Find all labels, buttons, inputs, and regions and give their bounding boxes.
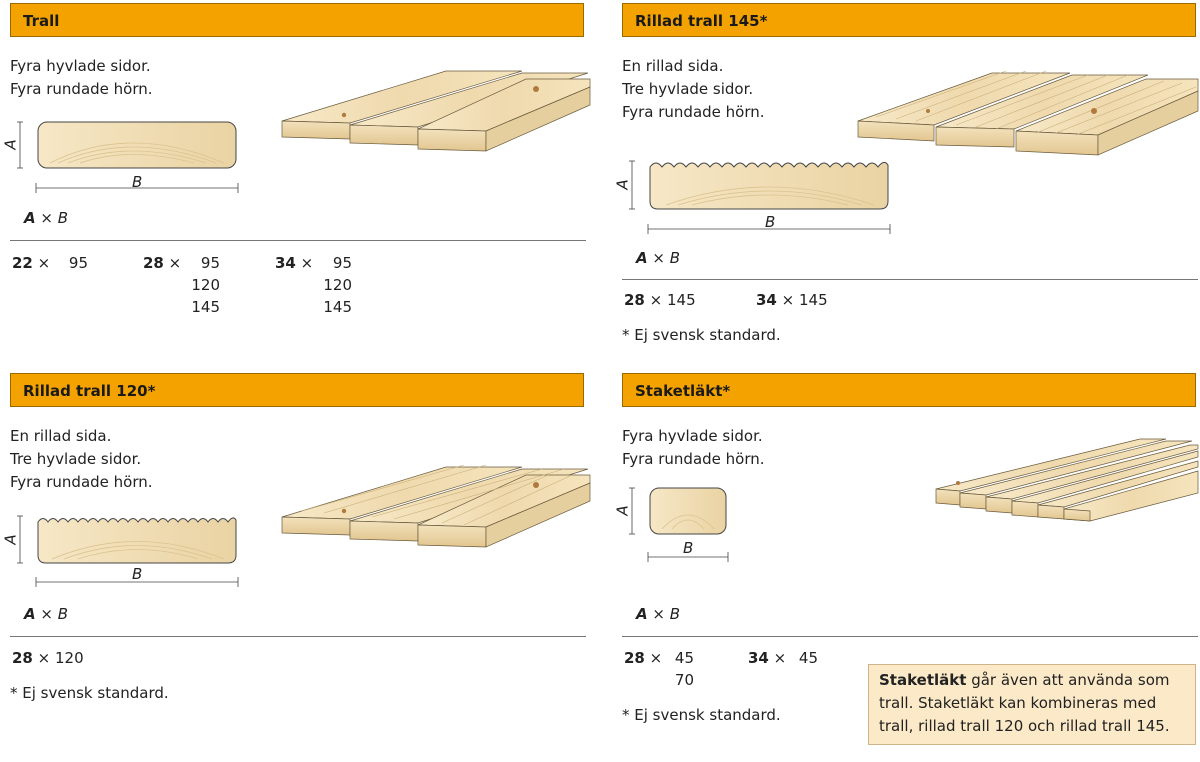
section-header: Rillad trall 145* [622,3,1196,37]
size-a-value: 34 × [748,649,787,667]
section-header: Staketläkt* [622,373,1196,407]
size-a-value: 22 × [12,254,51,272]
section-title: Staketläkt* [635,382,731,400]
description-line: Fyra hyvlade sidor. [10,57,151,75]
note-text: går även att använda som trall. Staketlä… [879,671,1170,735]
description-line: Fyra rundade hörn. [10,473,153,491]
cross-section-diagram [629,160,891,234]
section-title: Trall [23,12,60,30]
size-a-value: 34 × [275,254,314,272]
size-value: 28 × 120 [12,649,84,667]
formula: A × B [24,209,69,227]
size-b-value: 95 [200,254,220,272]
size-b-value: 45 [674,649,694,667]
axis-a-label: A [613,179,632,190]
axis-b-label: B [132,565,143,583]
size-value: 34 × 145 [756,291,828,309]
footnote: * Ej svensk standard. [10,684,169,702]
footnote: * Ej svensk standard. [622,706,781,724]
formula: A × B [24,605,69,623]
size-b-value: 95 [332,254,352,272]
section-title: Rillad trall 145* [635,12,768,30]
axis-a-label: A [1,534,20,545]
size-b-value: 145 [323,298,352,316]
divider [622,636,1198,637]
size-b-value: 120 [191,276,220,294]
size-a-value: 28 × [624,649,663,667]
size-value: 28 × 145 [624,291,696,309]
description-line: En rillad sida. [10,427,112,445]
decking-illustration [281,464,591,548]
section-trall: Trall Fyra hyvlade sidor. Fyra rundade h… [2,3,591,323]
description-line: Fyra rundade hörn. [622,450,765,468]
decking-illustration [281,70,591,152]
size-b-value: 45 [798,649,818,667]
section-rillad-trall-145: Rillad trall 145* En rillad sida. Tre hy… [614,3,1199,353]
axis-a-label: A [613,505,632,516]
divider [622,279,1198,280]
section-staketlakt: Staketläkt* Fyra hyvlade sidor. Fyra run… [614,373,1199,733]
footnote: * Ej svensk standard. [622,326,781,344]
divider [10,636,586,637]
divider [10,240,586,241]
size-b-value: 70 [674,671,694,689]
description-line: Fyra rundade hörn. [622,103,765,121]
note-bold: Staketläkt [879,671,967,689]
formula: A × B [636,605,681,623]
cross-section-diagram [629,487,729,562]
section-header: Rillad trall 120* [10,373,584,407]
cross-section-diagram [17,515,239,587]
axis-b-label: B [683,539,694,557]
description-line: Fyra rundade hörn. [10,80,153,98]
description-line: Fyra hyvlade sidor. [622,427,763,445]
decking-illustration [935,438,1199,522]
cross-section-diagram [17,121,239,193]
info-note: Staketläkt går även att använda som tral… [868,664,1196,745]
section-rillad-trall-120: Rillad trall 120* En rillad sida. Tre hy… [2,373,591,713]
axis-b-label: B [765,213,776,231]
size-b-value: 145 [191,298,220,316]
size-a-value: 28 × [143,254,182,272]
formula: A × B [636,249,681,267]
description-line: Tre hyvlade sidor. [10,450,142,468]
section-header: Trall [10,3,584,37]
axis-b-label: B [132,173,143,191]
decking-illustration [857,70,1199,156]
description-line: Tre hyvlade sidor. [622,80,754,98]
description-line: En rillad sida. [622,57,724,75]
axis-a-label: A [1,139,20,150]
section-title: Rillad trall 120* [23,382,156,400]
size-b-value: 120 [323,276,352,294]
size-b-value: 95 [68,254,88,272]
